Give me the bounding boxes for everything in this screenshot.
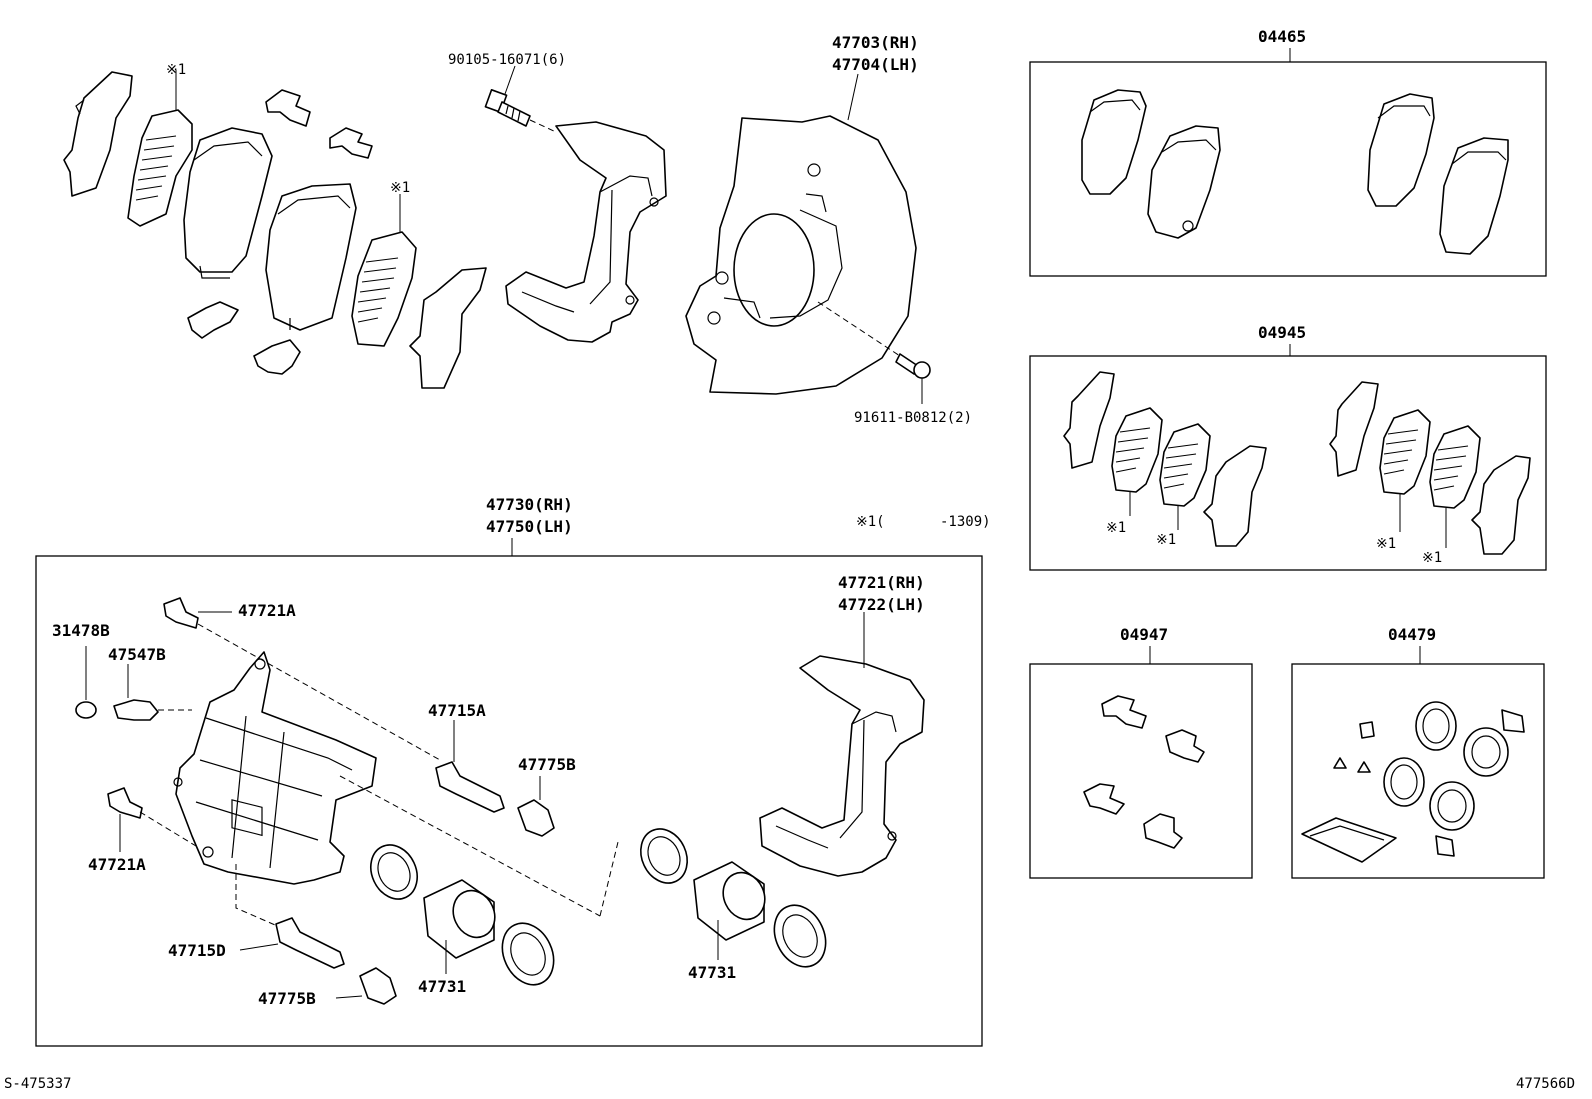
kit-box-04947: 04947 (1029, 625, 1253, 879)
shim-kit-label: 04945 (1258, 323, 1306, 342)
p47721A-bottom-label: 47721A (88, 855, 146, 874)
shim-kit-mark-2: ※1 (1156, 532, 1176, 548)
outer-shim-right (409, 267, 487, 389)
seal-kit-label: 04479 (1388, 625, 1436, 644)
pad-clip-top-1 (265, 89, 311, 127)
pad-clip-top-2 (329, 127, 373, 159)
outer-shim-left (63, 71, 133, 197)
shim-mark-label: ※1 (166, 62, 186, 78)
dust-cover-rh-label: 47703(RH) (832, 33, 919, 52)
p31478B-label: 31478B (52, 621, 110, 640)
piston-set-left: 47731 (339, 775, 601, 996)
footer-right-code: 477566D (1516, 1076, 1575, 1092)
kit-box-04945: 04945 ※1 ※1 ※1 ※1 (1029, 323, 1547, 571)
shim-kit-mark-4: ※1 (1422, 550, 1442, 566)
footnote-mark: ※1( (856, 514, 885, 530)
bleeder-cap-31478B: 31478B (52, 621, 110, 719)
dust-cover-lh-label: 47704(LH) (832, 55, 919, 74)
bracket-bolt-top: 90105-16071(6) (448, 52, 566, 133)
guide-pin-47715D: 47715D (168, 864, 345, 969)
kit-box-04465: 04465 (1029, 27, 1547, 277)
dust-cover-bolt-label: 91611-B0812(2) (854, 410, 972, 426)
shim-kit-mark-1: ※1 (1106, 520, 1126, 536)
p47721A-top-label: 47721A (238, 601, 296, 620)
p47547B-label: 47547B (108, 645, 166, 664)
caliper-body (173, 651, 377, 885)
p47775B-bottom-label: 47775B (258, 989, 316, 1008)
boot-47775B-right: 47775B (517, 755, 576, 837)
p47715A-label: 47715A (428, 701, 486, 720)
clip-kit-label: 04947 (1120, 625, 1168, 644)
bolt-47721A-bottom: 47721A (88, 787, 197, 874)
pad-kit-label: 04465 (1258, 27, 1306, 46)
dust-cover-bolt: 91611-B0812(2) (817, 301, 972, 426)
bracket-rh-label: 47721(RH) (838, 573, 925, 592)
p47731-left-label: 47731 (418, 977, 466, 996)
piston-set-right: 47731 (599, 828, 827, 982)
inner-shim-slotted-right: ※1 (351, 180, 417, 347)
pad-clip-bottom-1 (187, 301, 239, 339)
caliper-bracket-top (505, 121, 667, 343)
bolt-47721A-top: 47721A (163, 597, 441, 761)
p47731-right-label: 47731 (688, 963, 736, 982)
bolt-top-label: 90105-16071(6) (448, 52, 566, 68)
top-exploded-view: ※1 ※1 (63, 33, 972, 426)
caliper-assembly-box: 47721(RH) 47722(LH) 47721A 31478B (35, 555, 983, 1047)
bleeder-plug-47547B: 47547B (108, 645, 192, 721)
shim-kit-mark-3: ※1 (1376, 536, 1396, 552)
footnote-range: -1309) (940, 514, 991, 530)
footer-left-code: S-475337 (4, 1076, 71, 1092)
kit-box-04479: 04479 (1291, 625, 1545, 879)
guide-pin-47715A: 47715A (428, 701, 505, 813)
brake-pad-outer (183, 127, 273, 279)
brake-pad-inner (265, 183, 357, 331)
caliper-rh-label: 47730(RH) (486, 495, 573, 514)
disc-dust-cover: 47703(RH) 47704(LH) (685, 33, 919, 395)
pad-clip-bottom-2 (253, 339, 301, 375)
p47715D-label: 47715D (168, 941, 226, 960)
bracket-lh-label: 47722(LH) (838, 595, 925, 614)
caliper-lh-label: 47750(LH) (486, 517, 573, 536)
caliper-bracket: 47721(RH) 47722(LH) (759, 573, 925, 877)
p47775B-right-label: 47775B (518, 755, 576, 774)
boot-47775B-bottom: 47775B (258, 967, 397, 1008)
shim-mark-label-2: ※1 (390, 180, 410, 196)
inner-shim-slotted-left: ※1 (127, 62, 193, 227)
